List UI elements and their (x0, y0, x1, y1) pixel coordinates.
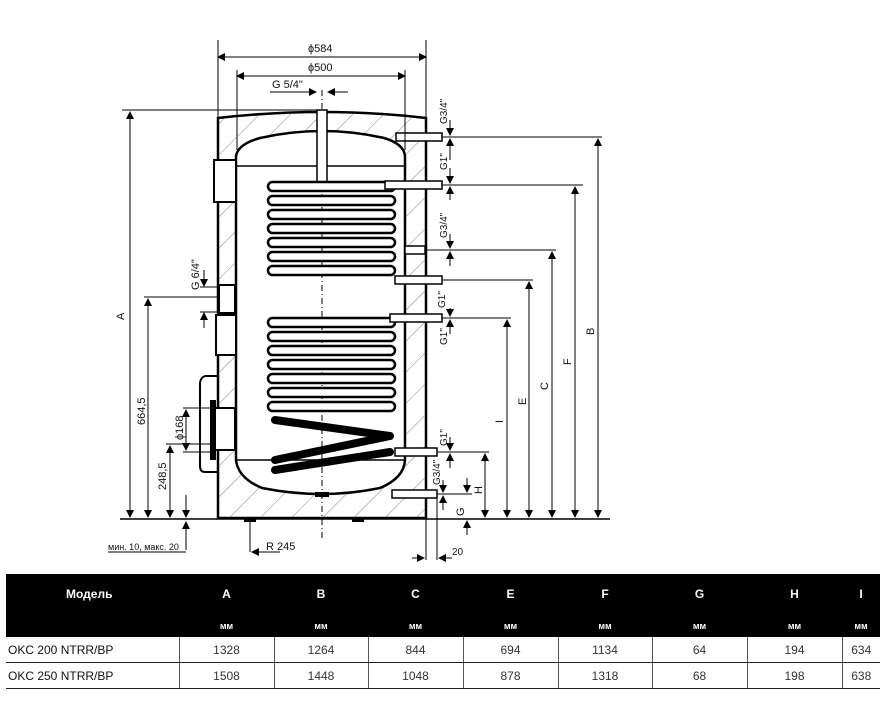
connection-label: G3/4" (432, 459, 443, 485)
cell: 634 (841, 637, 880, 663)
coil-loop (266, 358, 397, 371)
dimension-f-label: F (562, 358, 574, 365)
coil-zigzag (271, 416, 394, 474)
connection-label: G1" (439, 328, 450, 345)
unit-blank (6, 614, 179, 637)
cell: 1508 (178, 662, 274, 689)
table-row: OKC 250 NTRR/BP 1508 1448 1048 878 1318 … (6, 662, 880, 689)
table-unit-row: мм мм мм мм мм мм мм мм (6, 614, 880, 637)
coil-loop (266, 222, 397, 235)
cell: 878 (462, 662, 558, 689)
header-e: E (463, 574, 558, 614)
connection-label: G1" (437, 291, 448, 308)
flange-diameter-label: ϕ168 (174, 415, 186, 440)
unit: мм (368, 614, 463, 637)
header-c: C (368, 574, 463, 614)
connection-label: G1" (439, 153, 450, 170)
cell: 1448 (273, 662, 368, 689)
coil-loop (266, 236, 397, 249)
header-g: G (652, 574, 747, 614)
unit: мм (274, 614, 368, 637)
cell: 638 (841, 662, 880, 689)
cell: 68 (651, 662, 747, 689)
header-f: F (558, 574, 652, 614)
dimension-h-label: H (473, 486, 485, 494)
coil-loop (266, 180, 397, 193)
coil-loop (266, 386, 397, 399)
cell: 1264 (273, 637, 368, 663)
inner-diameter-label: ϕ500 (308, 62, 333, 74)
dimension-lines (108, 40, 610, 562)
cell: 694 (462, 637, 558, 663)
connection-label: G1" (439, 429, 450, 446)
dimension-i-label: I (494, 420, 506, 423)
cell: 64 (651, 637, 747, 663)
coil-loop (266, 330, 397, 343)
coil-loop (266, 250, 397, 263)
side-connection-label: G 6/4" (190, 259, 202, 290)
header-i: I (842, 574, 880, 614)
dimension-g-label: G (455, 507, 467, 516)
top-connection-label: G 5/4" (272, 79, 303, 91)
coil-loop (266, 400, 397, 413)
coil-loop (266, 264, 397, 277)
header-h: H (747, 574, 842, 614)
cell: 1134 (557, 637, 652, 663)
coil-loop (266, 344, 397, 357)
offset-20-label: 20 (452, 547, 464, 558)
cell: 1328 (178, 637, 274, 663)
unit: мм (842, 614, 880, 637)
dimension-c-label: C (539, 382, 551, 390)
coil-loop (266, 194, 397, 207)
unit: мм (558, 614, 652, 637)
cell: 1048 (367, 662, 463, 689)
unit: мм (747, 614, 842, 637)
coil-loop (266, 316, 397, 329)
dimension-b-label: B (585, 328, 597, 335)
connection-label: G3/4" (439, 212, 450, 238)
feet-note: мин. 10, макс. 20 (108, 542, 179, 552)
height-664-label: 664,5 (136, 397, 148, 425)
cell: 1318 (557, 662, 652, 689)
dimension-a-label: A (115, 312, 127, 320)
cell: 194 (746, 637, 842, 663)
table-header-row: Модель A B C E F G H I (6, 574, 880, 614)
cell: 198 (746, 662, 842, 689)
model-name: OKC 200 NTRR/BP (6, 637, 179, 663)
unit: мм (179, 614, 274, 637)
coil-loop (266, 372, 397, 385)
radius-label: R 245 (266, 541, 295, 553)
coil-loop (266, 208, 397, 221)
header-model: Модель (6, 574, 179, 614)
boiler-drawing: ϕ584 ϕ500 G 5/4" A 664,5 248,5 ϕ168 G 6/… (108, 40, 610, 562)
connection-label: G3/4" (439, 98, 450, 124)
unit: мм (652, 614, 747, 637)
table-row: OKC 200 NTRR/BP 1328 1264 844 694 1134 6… (6, 637, 880, 663)
height-248-label: 248,5 (157, 462, 169, 490)
outer-diameter-label: ϕ584 (308, 43, 333, 55)
header-b: B (274, 574, 368, 614)
unit: мм (463, 614, 558, 637)
header-a: A (179, 574, 274, 614)
right-connectors (384, 132, 443, 499)
model-name: OKC 250 NTRR/BP (6, 662, 179, 689)
heat-exchanger-coils (266, 180, 397, 474)
dimensions-table: Модель A B C E F G H I мм мм мм мм мм мм… (6, 574, 880, 689)
cell: 844 (367, 637, 463, 663)
dimension-e-label: E (517, 398, 529, 405)
